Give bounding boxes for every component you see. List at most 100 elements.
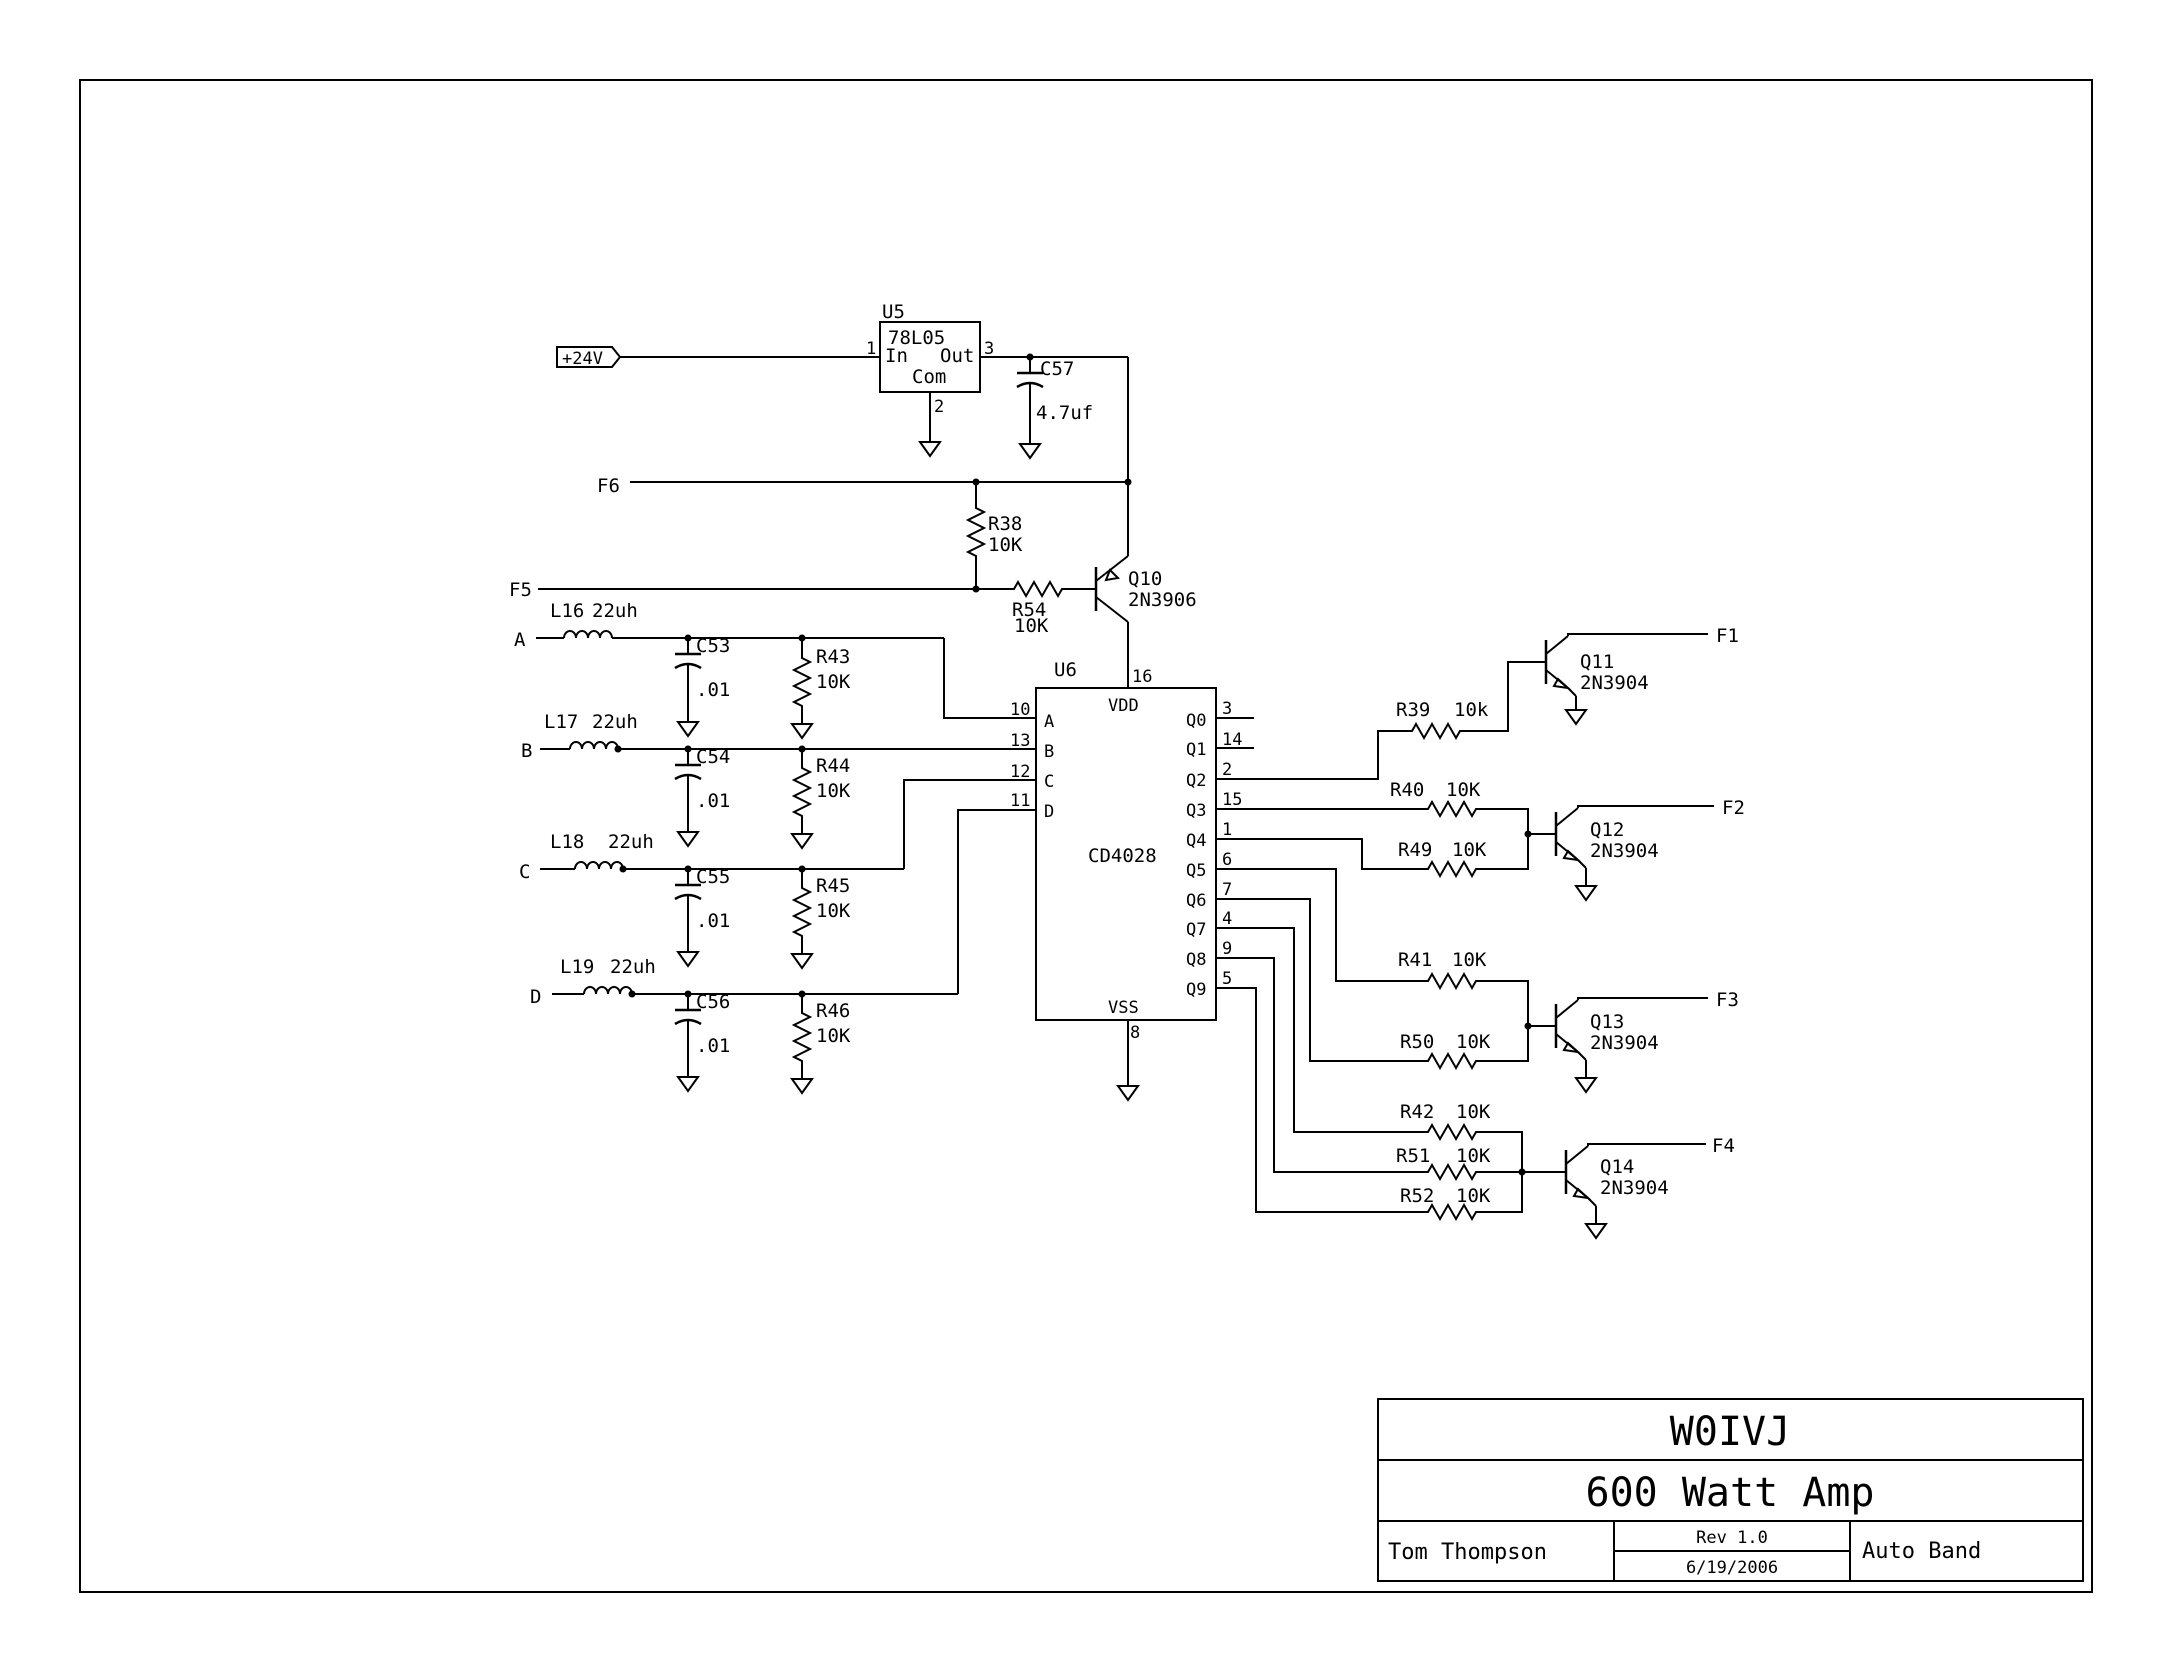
u6-out-q3: Q3: [1186, 801, 1206, 821]
u6-out-q5: Q5: [1186, 861, 1206, 881]
r51-value: 10K: [1456, 1145, 1491, 1167]
r38-ref: R38: [988, 513, 1022, 535]
u6-pin-1: 1: [1222, 820, 1232, 840]
input-chain-a: A L16 22uh C53 .01 R43 10K: [514, 600, 1036, 739]
net-label-c: C: [519, 861, 530, 883]
u5-pin-1: 1: [866, 339, 876, 359]
c56-ref: C56: [696, 991, 730, 1013]
u6-pin-7: 7: [1222, 880, 1232, 900]
r46-value: 10K: [816, 1025, 851, 1047]
q13-part: 2N3904: [1590, 1032, 1659, 1054]
u6-ref: U6: [1054, 659, 1077, 681]
r50-value: 10K: [1456, 1031, 1491, 1053]
net-label-f6: F6: [597, 475, 620, 497]
r39-value: 10k: [1454, 699, 1489, 721]
r42-value: 10K: [1456, 1101, 1491, 1123]
q11-part: 2N3904: [1580, 672, 1649, 694]
power-input-port: +24V: [556, 346, 622, 369]
transistor-q12: Q12 2N3904: [1554, 805, 1714, 901]
resistor-r50: R50 10K: [1400, 1031, 1491, 1069]
net-label-a: A: [514, 629, 526, 651]
u6-out-q1: Q1: [1186, 740, 1206, 760]
u5-pin-3: 3: [984, 339, 994, 359]
u6-out-q6: Q6: [1186, 891, 1206, 911]
q12-part: 2N3904: [1590, 840, 1659, 862]
q10-part: 2N3906: [1128, 589, 1197, 611]
u5-pin-2: 2: [934, 397, 944, 417]
u6-pin-3: 3: [1222, 699, 1232, 719]
u6-pin-8: 8: [1130, 1023, 1140, 1043]
title-revision: Rev 1.0: [1696, 1528, 1768, 1548]
u5-in-pin-label: In: [885, 345, 908, 367]
c57-value: 4.7uf: [1036, 402, 1093, 424]
transistor-q11: Q11 2N3904: [1544, 633, 1708, 725]
u6-pin-2: 2: [1222, 760, 1232, 780]
q11-ref: Q11: [1580, 651, 1614, 673]
resistor-r39: R39 10k: [1396, 699, 1489, 739]
r43-value: 10K: [816, 671, 851, 693]
title-sheet-name: Auto Band: [1862, 1539, 1981, 1564]
r41-value: 10K: [1452, 949, 1487, 971]
power-input-label: +24V: [562, 349, 603, 369]
net-label-f1: F1: [1716, 625, 1739, 647]
c55-ref: C55: [696, 866, 730, 888]
r45-value: 10K: [816, 900, 851, 922]
u5-ref: U5: [882, 301, 905, 323]
c55-value: .01: [696, 910, 730, 932]
input-chain-b: B L17 22uh C54 .01 R44 10K: [521, 711, 1036, 849]
u6-pin-4: 4: [1222, 909, 1232, 929]
l17-ref: L17: [544, 711, 578, 733]
u6-pin-6: 6: [1222, 850, 1232, 870]
u6-out-q7: Q7: [1186, 920, 1206, 940]
u6-out-q9: Q9: [1186, 980, 1206, 1000]
u6-pin-10: 10: [1010, 700, 1030, 720]
title-block: W0IVJ 600 Watt Amp Tom Thompson Rev 1.0 …: [1377, 1398, 2084, 1582]
c57-ground-symbol: [1019, 433, 1041, 459]
c53-value: .01: [696, 679, 730, 701]
r40-value: 10K: [1446, 779, 1481, 801]
r54-value: 10K: [1014, 615, 1049, 637]
input-chain-c: C L18 22uh C55 .01 R45 10K: [519, 779, 1036, 969]
u6-out-q8: Q8: [1186, 950, 1206, 970]
resistor-r49: R49 10K: [1398, 839, 1487, 877]
u6-in-a: A: [1044, 712, 1054, 732]
c54-ref: C54: [696, 746, 730, 768]
resistor-r52: R52 10K: [1400, 1185, 1491, 1220]
u5-part: 78L05: [888, 327, 945, 349]
sheet-border: [79, 79, 2093, 1593]
resistor-r40: R40 10K: [1390, 779, 1485, 817]
decoder-u6: U6 CD4028 VDD VSS 16 8 A B C D 10 13 12 …: [1010, 659, 1242, 1043]
l19-value: 22uh: [610, 956, 656, 978]
title-author: Tom Thompson: [1388, 1540, 1547, 1565]
l19-ref: L19: [560, 956, 594, 978]
transistor-q14: Q14 2N3904: [1564, 1143, 1706, 1239]
u6-out-q0: Q0: [1186, 711, 1206, 731]
q12-ref: Q12: [1590, 819, 1624, 841]
r41-ref: R41: [1398, 949, 1432, 971]
l16-value: 22uh: [592, 600, 638, 622]
u6-pin-16: 16: [1132, 667, 1152, 687]
net-label-f4: F4: [1712, 1135, 1735, 1157]
q14-part: 2N3904: [1600, 1177, 1669, 1199]
resistor-r38: R38 10K: [967, 482, 1023, 589]
u6-vdd-label: VDD: [1108, 696, 1139, 716]
q13-ref: Q13: [1590, 1011, 1624, 1033]
net-label-f2: F2: [1722, 797, 1745, 819]
u6-pin-5: 5: [1222, 969, 1232, 989]
q10-ref: Q10: [1128, 568, 1162, 590]
r39-ref: R39: [1396, 699, 1430, 721]
r50-ref: R50: [1400, 1031, 1434, 1053]
r49-value: 10K: [1452, 839, 1487, 861]
u6-pin-11: 11: [1010, 791, 1030, 811]
title-project: 600 Watt Amp: [1586, 1470, 1875, 1516]
u6-vss-label: VSS: [1108, 998, 1139, 1018]
net-label-d: D: [530, 986, 541, 1008]
u5-ground-symbol: [919, 431, 941, 457]
u6-in-c: C: [1044, 772, 1054, 792]
u6-pin-15: 15: [1222, 790, 1242, 810]
r54-ref: R54: [1012, 599, 1046, 621]
c57-ref: C57: [1040, 358, 1074, 380]
r42-ref: R42: [1400, 1101, 1434, 1123]
u6-out-q4: Q4: [1186, 831, 1206, 851]
